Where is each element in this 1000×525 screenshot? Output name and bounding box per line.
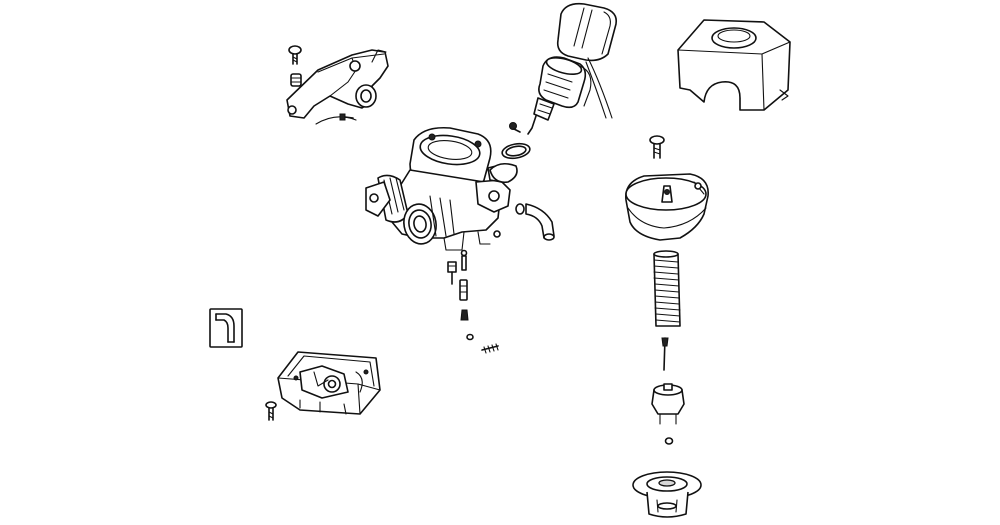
bracket-small-screw: [339, 113, 354, 121]
top-gasket: [489, 162, 518, 184]
bracket-screw: [288, 45, 302, 65]
top-cover: [677, 19, 791, 111]
auto-choke-starter: [527, 56, 613, 135]
auto-choke-cover: [556, 2, 618, 62]
choke-screw: [509, 122, 521, 133]
bracket-spring: [290, 73, 302, 87]
diaphragm-cover: [625, 173, 709, 241]
carburetor-body: [365, 126, 515, 251]
jet-needle: [661, 337, 669, 371]
idle-screw: [447, 261, 457, 285]
jet-needle-valve: [460, 249, 468, 271]
float-bowl: [277, 351, 381, 415]
vacuum-slide: [632, 471, 702, 518]
e-clip: [664, 437, 674, 445]
mixture-spring: [481, 343, 499, 354]
slide-spring: [653, 250, 681, 327]
needle-holder: [651, 383, 685, 425]
vent-hose: [515, 203, 555, 241]
vent-tube-inset: [209, 308, 243, 348]
diaphragm-cover-screw: [649, 135, 665, 159]
throttle-cable-bracket: [286, 49, 389, 125]
main-jet: [459, 279, 468, 301]
pilot-jet: [460, 309, 474, 341]
bowl-screw: [265, 401, 277, 421]
choke-o-ring: [501, 142, 531, 160]
